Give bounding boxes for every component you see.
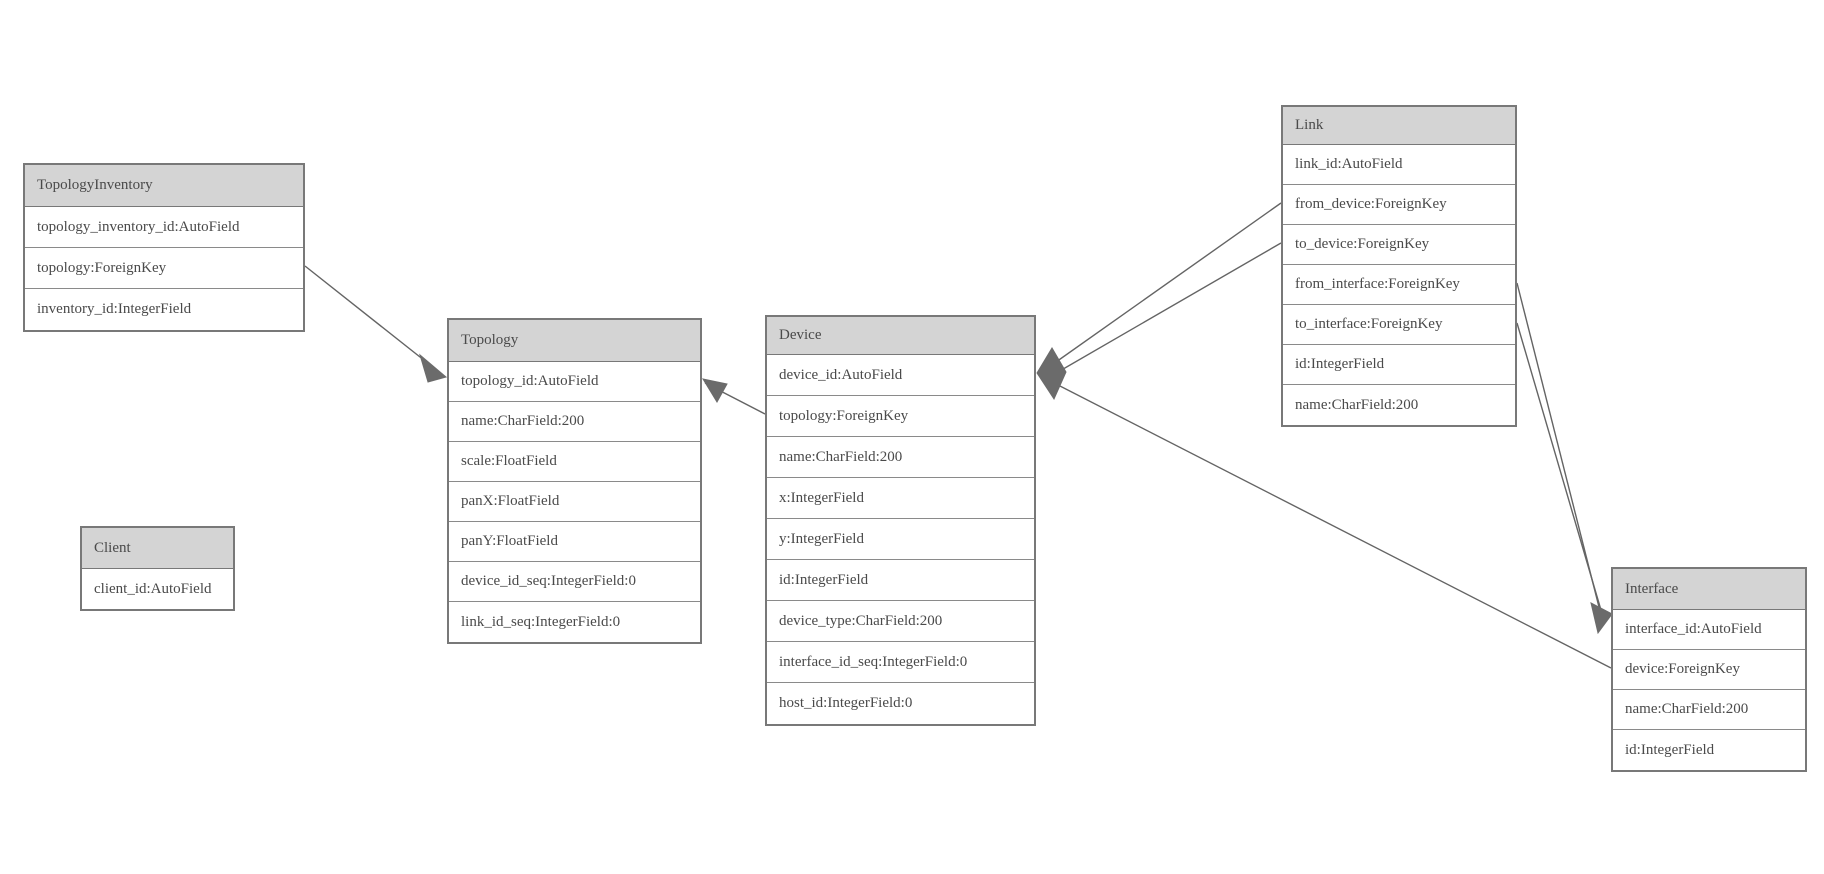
field-row: name:CharField:200 (449, 402, 700, 442)
field-row: topology_inventory_id:AutoField (25, 207, 303, 248)
field-row: y:IntegerField (767, 519, 1034, 560)
entity-table-link: Link link_id:AutoField from_device:Forei… (1281, 105, 1517, 427)
field-row: topology_id:AutoField (449, 362, 700, 402)
field-row: panX:FloatField (449, 482, 700, 522)
field-row: link_id:AutoField (1283, 145, 1515, 185)
table-title: Topology (449, 320, 700, 362)
table-title: Client (82, 528, 233, 569)
arrowhead-into-interface-left (1590, 602, 1613, 635)
table-title: Link (1283, 107, 1515, 145)
field-row: device_id:AutoField (767, 355, 1034, 396)
field-row: id:IntegerField (767, 560, 1034, 601)
edge-link-from_device-device (1055, 202, 1282, 363)
field-row: id:IntegerField (1283, 345, 1515, 385)
field-row: host_id:IntegerField:0 (767, 683, 1034, 724)
edge-link-to_interface-interface (1516, 322, 1604, 618)
field-row: interface_id_seq:IntegerField:0 (767, 642, 1034, 683)
field-row: name:CharField:200 (767, 437, 1034, 478)
table-title: Interface (1613, 569, 1805, 610)
field-row: scale:FloatField (449, 442, 700, 482)
entity-table-topologyinventory: TopologyInventory topology_inventory_id:… (23, 163, 305, 332)
edge-interface-device-device (1057, 384, 1612, 669)
arrowhead-into-device-right (1036, 347, 1067, 401)
field-row: panY:FloatField (449, 522, 700, 562)
field-row: from_interface:ForeignKey (1283, 265, 1515, 305)
field-row: link_id_seq:IntegerField:0 (449, 602, 700, 642)
field-row: topology:ForeignKey (25, 248, 303, 289)
entity-table-client: Client client_id:AutoField (80, 526, 235, 611)
field-row: to_device:ForeignKey (1283, 225, 1515, 265)
arrowhead-into-topology-left (419, 353, 448, 383)
field-row: id:IntegerField (1613, 730, 1805, 770)
edge-link-from_interface-interface (1516, 282, 1601, 612)
arrowhead-into-topology-right (701, 378, 728, 403)
field-row: to_interface:ForeignKey (1283, 305, 1515, 345)
field-row: x:IntegerField (767, 478, 1034, 519)
field-row: device_id_seq:IntegerField:0 (449, 562, 700, 602)
edge-link-to_device-device (1057, 242, 1282, 373)
entity-table-topology: Topology topology_id:AutoField name:Char… (447, 318, 702, 644)
field-row: device:ForeignKey (1613, 650, 1805, 690)
field-row: interface_id:AutoField (1613, 610, 1805, 650)
field-row: client_id:AutoField (82, 569, 233, 609)
field-row: name:CharField:200 (1283, 385, 1515, 425)
table-title: TopologyInventory (25, 165, 303, 207)
entity-table-device: Device device_id:AutoField topology:Fore… (765, 315, 1036, 726)
field-row: topology:ForeignKey (767, 396, 1034, 437)
field-row: device_type:CharField:200 (767, 601, 1034, 642)
field-row: inventory_id:IntegerField (25, 289, 303, 330)
table-title: Device (767, 317, 1034, 355)
entity-table-interface: Interface interface_id:AutoField device:… (1611, 567, 1807, 772)
field-row: from_device:ForeignKey (1283, 185, 1515, 225)
field-row: name:CharField:200 (1613, 690, 1805, 730)
